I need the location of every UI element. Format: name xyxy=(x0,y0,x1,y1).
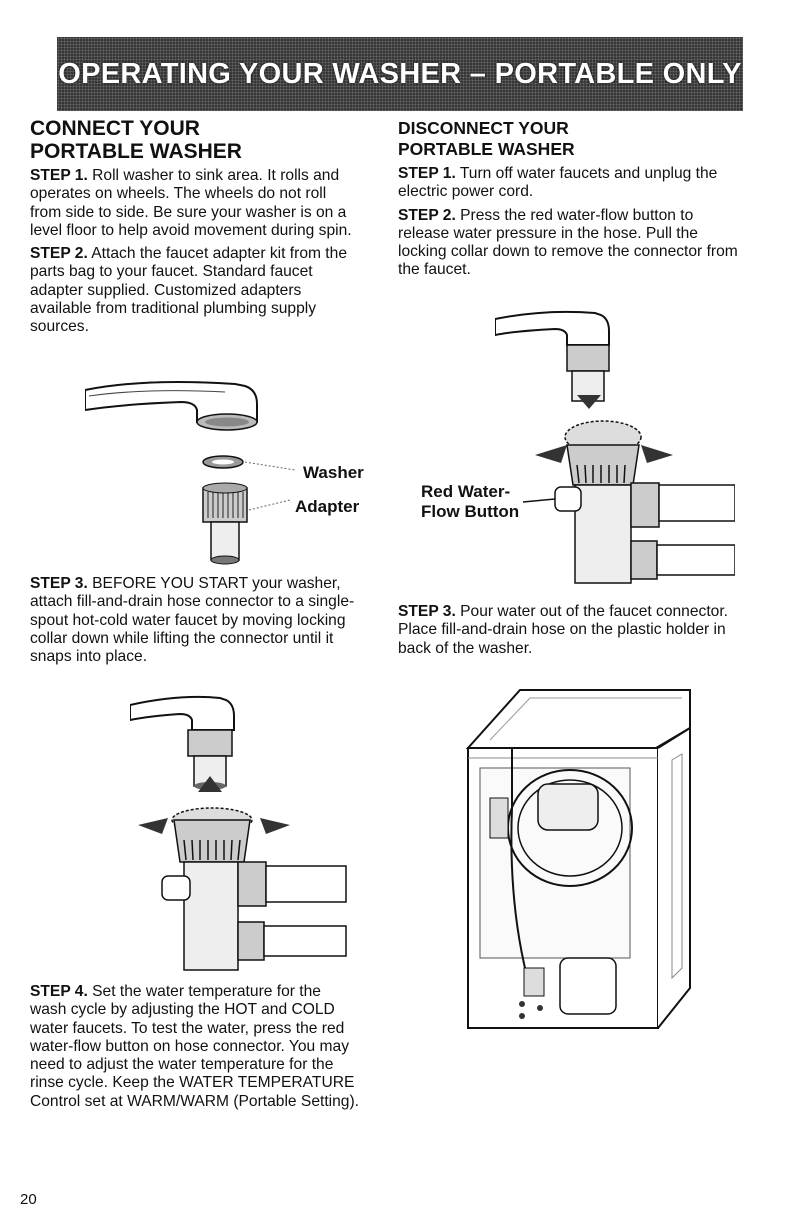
disconnect-heading-line2: PORTABLE WASHER xyxy=(398,139,575,159)
disconnect-step3-block: STEP 3. Pour water out of the faucet con… xyxy=(398,603,743,663)
page-banner: OPERATING YOUR WASHER – PORTABLE ONLY xyxy=(57,37,743,111)
disconnect-step1-text: Turn off water faucets and unplug the el… xyxy=(398,165,718,201)
red-water-flow-label-line1: Red Water- xyxy=(421,482,511,501)
disconnect-section: DISCONNECT YOUR PORTABLE WASHER STEP 1. … xyxy=(398,118,743,285)
connect-section: CONNECT YOUR PORTABLE WASHER STEP 1. Rol… xyxy=(30,117,360,342)
disconnect-step2-label: STEP 2. xyxy=(398,206,456,224)
disconnect-step2: STEP 2. Press the red water-flow button … xyxy=(398,207,743,280)
connect-step3-text: BEFORE YOU START your washer, attach fil… xyxy=(30,575,355,666)
disconnect-step3-label: STEP 3. xyxy=(398,603,456,620)
disconnect-step3: STEP 3. Pour water out of the faucet con… xyxy=(398,603,743,658)
connect-step4-block: STEP 4. Set the water temperature for th… xyxy=(30,983,360,1116)
page-number: 20 xyxy=(20,1191,37,1208)
connect-heading-line2: PORTABLE WASHER xyxy=(30,140,242,163)
connect-step2-label: STEP 2. xyxy=(30,245,88,263)
disconnect-step2-text: Press the red water-flow button to relea… xyxy=(398,206,738,279)
connect-step4-text: Set the water temperature for the wash c… xyxy=(30,983,359,1110)
faucet-adapter-figure xyxy=(85,381,296,565)
connect-step3: STEP 3. BEFORE YOU START your washer, at… xyxy=(30,575,360,666)
red-water-flow-button xyxy=(554,486,582,512)
disconnect-step1: STEP 1. Turn off water faucets and unplu… xyxy=(398,165,743,202)
drain-hose xyxy=(510,748,531,989)
connect-step3-block: STEP 3. BEFORE YOU START your washer, at… xyxy=(30,575,360,671)
connect-step1-label: STEP 1. xyxy=(30,167,88,184)
connect-step1-text: Roll washer to sink area. It rolls and o… xyxy=(30,167,352,239)
washer-label: Washer xyxy=(303,463,364,482)
connect-step2: STEP 2. Attach the faucet adapter kit fr… xyxy=(30,245,360,336)
connect-step2-text: Attach the faucet adapter kit from the p… xyxy=(30,245,347,336)
disconnect-step3-text: Pour water out of the faucet connector. … xyxy=(398,603,728,657)
disconnect-heading-line1: DISCONNECT YOUR xyxy=(398,118,569,138)
washer-back-figure xyxy=(465,689,691,1029)
water-flow-button-figure xyxy=(495,310,735,584)
banner-title: OPERATING YOUR WASHER – PORTABLE ONLY xyxy=(58,57,742,90)
connect-step4-label: STEP 4. xyxy=(30,983,88,1000)
red-water-flow-label-line2: Flow Button xyxy=(421,502,520,521)
adapter-label: Adapter xyxy=(295,497,360,516)
connect-step3-label: STEP 3. xyxy=(30,575,88,592)
connect-step1: STEP 1. Roll washer to sink area. It rol… xyxy=(30,167,360,240)
connect-step4: STEP 4. Set the water temperature for th… xyxy=(30,983,360,1111)
connect-heading-line1: CONNECT YOUR xyxy=(30,117,200,140)
disconnect-step1-label: STEP 1. xyxy=(398,165,456,182)
connector-attach-figure xyxy=(130,695,347,971)
adapter-body xyxy=(202,487,248,523)
